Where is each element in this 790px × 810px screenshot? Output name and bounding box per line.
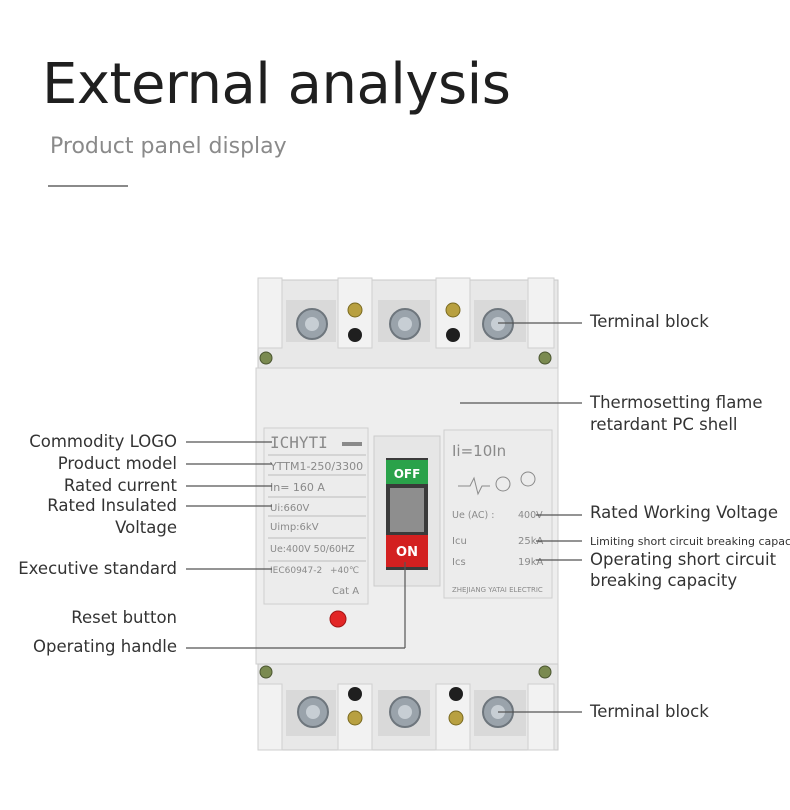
page-subtitle: Product panel display: [50, 134, 287, 159]
device-category: Cat A: [332, 586, 359, 597]
device-icu-val: 25kA: [518, 536, 544, 547]
top-terminal-block: [257, 277, 559, 371]
label-rated-current: Rated current: [63, 476, 177, 495]
label-operating-handle: Operating handle: [33, 637, 177, 656]
label-shell-2: retardant PC shell: [590, 415, 738, 434]
device-temp: +40℃: [330, 566, 359, 576]
label-operating-capacity-1: Operating short circuit: [590, 550, 777, 569]
label-limiting-capacity: Limiting short circuit breaking capacity: [590, 535, 790, 548]
label-reset-button: Reset button: [71, 608, 177, 627]
device-maker: ZHEJIANG YATAI ELECTRIC: [452, 586, 543, 594]
page-title: External analysis: [42, 52, 511, 117]
label-terminal-block-bottom: Terminal block: [590, 702, 709, 721]
device-ui: Ui:660V: [270, 503, 310, 514]
device-ue-ac: Ue (AC) :: [452, 510, 494, 521]
left-rating-plate: ICHYTI YTTM1-250/3300 In= 160 A Ui:660V …: [263, 427, 369, 605]
label-product-model: Product model: [57, 454, 177, 473]
device-logo: ICHYTI: [270, 433, 328, 452]
label-operating-capacity-2: breaking capacity: [590, 571, 738, 590]
label-rated-insulated-voltage: Voltage: [115, 518, 177, 537]
title-divider: [48, 185, 128, 187]
label-rated-insulated: Rated Insulated: [47, 496, 177, 515]
operating-handle[interactable]: [390, 488, 424, 532]
device-ue-freq: Ue:400V 50/60HZ: [270, 544, 355, 555]
device-ics-val: 19kA: [518, 557, 544, 568]
label-shell-1: Thermosetting flame: [590, 393, 763, 412]
device-ue-val: 400V: [518, 510, 543, 521]
label-terminal-block-top: Terminal block: [590, 312, 709, 331]
device-uimp: Uimp:6kV: [270, 522, 319, 533]
switch-on-label: ON: [396, 545, 418, 560]
switch-off-label: OFF: [394, 467, 421, 481]
device-ics: Ics: [452, 557, 466, 568]
callout-lines: [186, 322, 582, 713]
label-executive-standard: Executive standard: [18, 559, 177, 578]
device-model: YTTM1-250/3300: [269, 460, 363, 473]
device-ii: Ii=10In: [452, 442, 506, 460]
label-commodity-logo: Commodity LOGO: [29, 432, 177, 451]
operating-handle-housing: OFF ON: [373, 435, 441, 587]
device-standard: IEC60947-2: [270, 566, 322, 576]
reset-button[interactable]: [329, 610, 347, 628]
device-icu: Icu: [452, 536, 467, 547]
label-rated-working-voltage: Rated Working Voltage: [590, 503, 778, 522]
right-rating-plate: Ii=10In Ue (AC) : 400V Icu 25kA Ics 19kA…: [443, 429, 553, 599]
bottom-terminal-block: [257, 663, 559, 751]
device-in-rating: In= 160 A: [270, 481, 325, 494]
